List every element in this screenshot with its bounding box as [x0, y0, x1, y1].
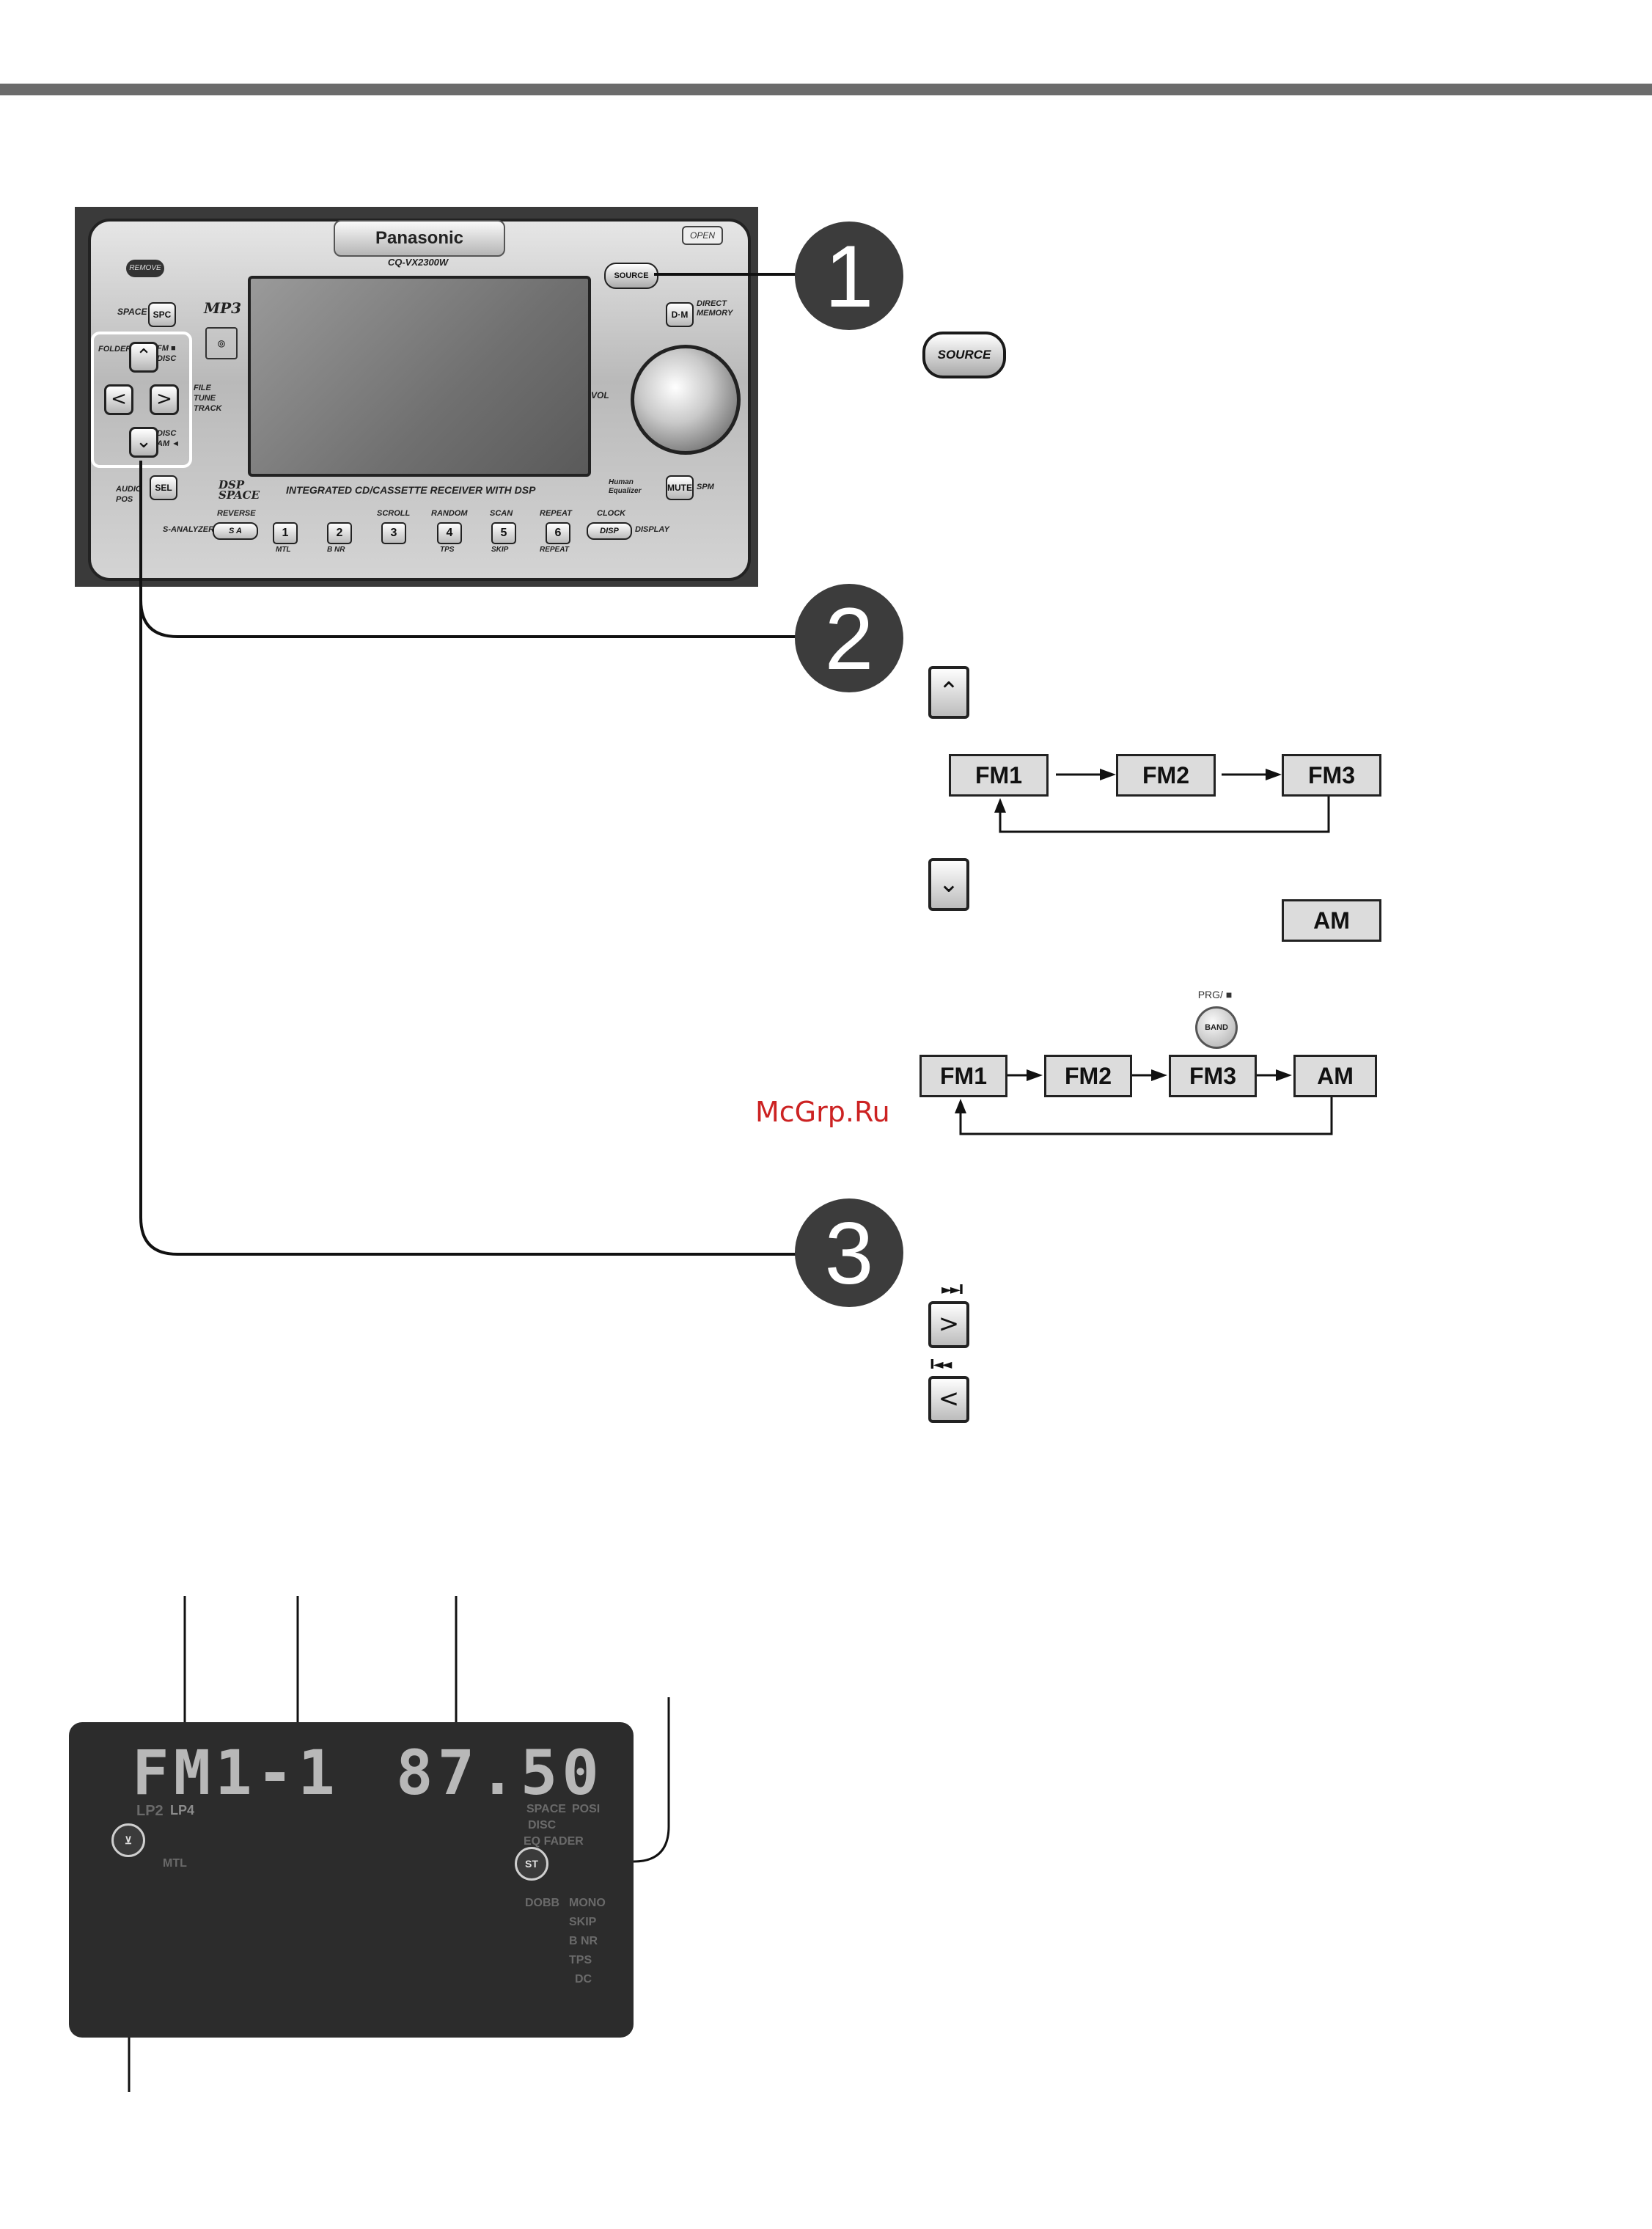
- lcd-skip: SKIP: [569, 1916, 597, 1928]
- lcd-dobb: DOBB: [525, 1897, 560, 1909]
- brand-logo: Panasonic: [334, 220, 505, 257]
- lcd-band-channel: FM1-1: [132, 1737, 339, 1809]
- down-key-icon: ⌄: [928, 858, 969, 911]
- unit-left-button[interactable]: <: [104, 384, 133, 415]
- scan-label: SCAN: [490, 509, 513, 518]
- lcd-frequency: 87.50: [396, 1737, 603, 1809]
- right-key-icon: >: [928, 1301, 969, 1348]
- left-key-icon: <: [928, 1376, 969, 1423]
- space-label: SPACE: [117, 307, 147, 317]
- unit-up-button[interactable]: ⌃: [129, 342, 158, 373]
- disp-button[interactable]: DISP: [587, 522, 632, 540]
- lcd-lp2: LP2: [136, 1803, 164, 1819]
- lcd-stereo-badge: ST: [515, 1847, 548, 1881]
- lcd-mtl: MTL: [163, 1857, 187, 1870]
- lcd-tuning-indicator-icon: ⊻: [111, 1823, 145, 1857]
- preset-button-3[interactable]: 3: [381, 522, 406, 544]
- dsp-space-logo: DSP SPACE: [219, 478, 260, 502]
- lcd-dc: DC: [575, 1973, 592, 1985]
- lcd-eq-fader: EQ FADER: [524, 1835, 584, 1848]
- audio-pos-label: AUDIO POS: [116, 485, 142, 504]
- unit-screen: [248, 276, 591, 477]
- cycle-fm1-box: FM1: [919, 1055, 1007, 1097]
- s-analyzer-label: S-ANALYZER: [163, 525, 215, 534]
- disc-am-label: DISC AM ◄: [157, 429, 180, 448]
- mp3-logo: MP3: [204, 299, 242, 317]
- unit-tagline: INTEGRATED CD/CASSETTE RECEIVER WITH DSP: [286, 484, 536, 496]
- bnr-sub-label: B NR: [327, 546, 345, 554]
- step-2-badge: 2: [795, 584, 903, 692]
- fm-disc-label: FM ■ DISC: [157, 344, 177, 363]
- lcd-space: SPACE: [526, 1803, 566, 1815]
- skip-sub-label: SKIP: [491, 546, 509, 554]
- watermark: McGrp.Ru: [755, 1096, 890, 1128]
- header-rule: [0, 84, 1652, 95]
- direct-memory-label: DIRECT MEMORY: [697, 299, 733, 318]
- preset-button-2[interactable]: 2: [327, 522, 352, 544]
- prev-track-symbol: I◄◄: [930, 1357, 952, 1372]
- lcd-tps: TPS: [569, 1954, 592, 1966]
- step-3-badge: 3: [795, 1198, 903, 1307]
- preset-button-5[interactable]: 5: [491, 522, 516, 544]
- cycle-fm3-box: FM3: [1169, 1055, 1257, 1097]
- unit-source-button[interactable]: SOURCE: [604, 263, 658, 289]
- mute-button[interactable]: MUTE: [666, 475, 694, 500]
- unit-down-button[interactable]: ⌄: [129, 427, 158, 458]
- model-number: CQ-VX2300W: [387, 257, 449, 268]
- preset-button-1[interactable]: 1: [273, 522, 298, 544]
- cycle-am-box: AM: [1293, 1055, 1377, 1097]
- lcd-mono: MONO: [569, 1897, 606, 1909]
- volume-knob[interactable]: [631, 345, 741, 455]
- spm-label: SPM: [697, 483, 714, 491]
- tps-sub-label: TPS: [440, 546, 455, 554]
- spc-button[interactable]: SPC: [148, 302, 176, 327]
- open-button[interactable]: OPEN: [682, 226, 723, 245]
- lcd-bnr: B NR: [569, 1935, 598, 1947]
- am-box: AM: [1282, 899, 1381, 942]
- file-tune-track-label: FILE TUNE TRACK: [194, 384, 222, 413]
- lcd-posi: POSI: [572, 1803, 601, 1815]
- sel-button[interactable]: SEL: [150, 475, 177, 500]
- clock-label: CLOCK: [597, 509, 626, 518]
- reverse-label: REVERSE: [217, 509, 256, 518]
- step-1-badge: 1: [795, 222, 903, 330]
- random-label: RANDOM: [431, 509, 468, 518]
- folder-label: FOLDER: [98, 345, 132, 354]
- mtl-sub-label: MTL: [276, 546, 291, 554]
- prg-label: PRG/ ■: [1197, 989, 1233, 1000]
- fm1-box: FM1: [949, 754, 1049, 797]
- cycle-fm2-box: FM2: [1044, 1055, 1132, 1097]
- fm3-box: FM3: [1282, 754, 1381, 797]
- human-equalizer-label: Human Equalizer: [609, 478, 642, 495]
- sa-button[interactable]: S A: [213, 522, 258, 540]
- band-button-icon: BAND: [1195, 1006, 1238, 1049]
- preset-button-4[interactable]: 4: [437, 522, 462, 544]
- dm-button[interactable]: D·M: [666, 302, 694, 327]
- next-track-symbol: ►►I: [941, 1282, 963, 1297]
- vol-label: VOL: [591, 390, 609, 400]
- up-key-icon: ⌃: [928, 666, 969, 719]
- repeat-sub-label: REPEAT: [540, 546, 569, 554]
- display-label: DISPLAY: [635, 525, 669, 534]
- fm2-box: FM2: [1116, 754, 1216, 797]
- source-button-icon: SOURCE: [922, 332, 1006, 378]
- lcd-display: [69, 1722, 634, 2038]
- repeat-top-label: REPEAT: [540, 509, 572, 518]
- disc-logo-icon: ◎: [205, 327, 238, 359]
- scroll-label: SCROLL: [377, 509, 411, 518]
- unit-right-button[interactable]: >: [150, 384, 179, 415]
- remove-button[interactable]: REMOVE: [126, 260, 164, 277]
- lcd-lp4: LP4: [170, 1803, 195, 1818]
- preset-button-6[interactable]: 6: [546, 522, 570, 544]
- lcd-disc: DISC: [528, 1819, 557, 1831]
